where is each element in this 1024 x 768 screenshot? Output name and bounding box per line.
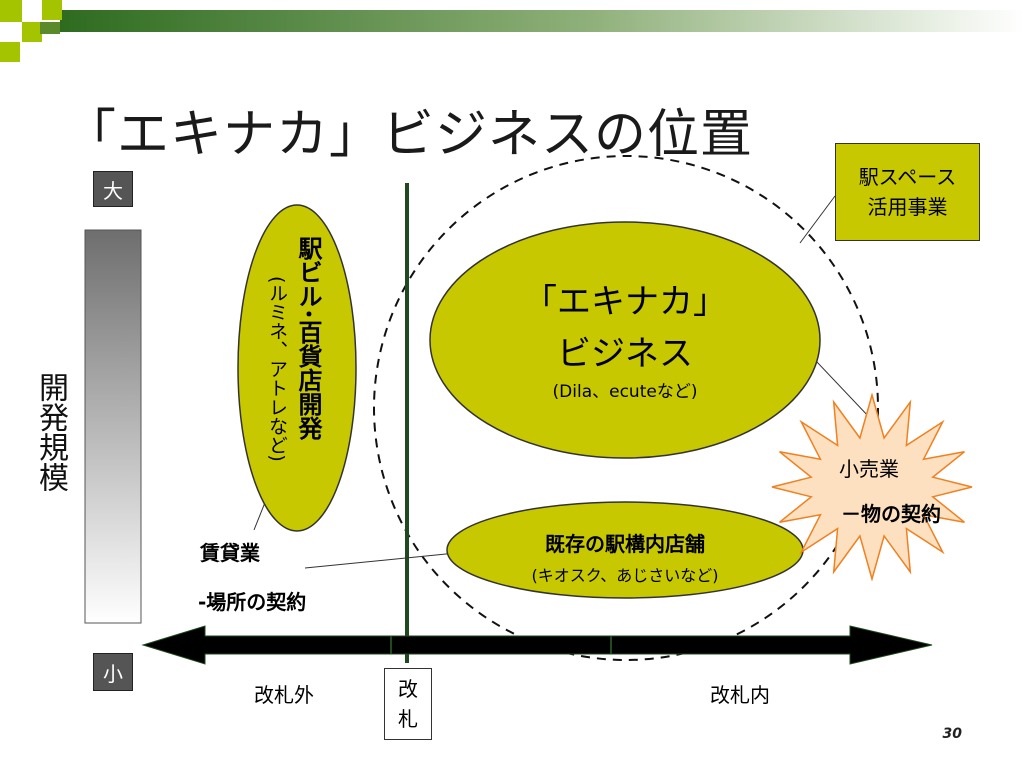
- zone-gate: 改 札: [384, 668, 432, 740]
- rental-line2: -場所の契約: [198, 590, 307, 614]
- header-decoration: [0, 0, 1024, 62]
- zone-outside: 改札外: [254, 683, 314, 707]
- zone-inside: 改札内: [710, 683, 770, 707]
- scale-bottom-label: 小: [93, 653, 133, 691]
- connector-space-business: [799, 195, 836, 244]
- ekinaka-ellipse: [429, 221, 821, 459]
- connector-rental-shops: [304, 551, 467, 569]
- retail-star: [771, 392, 973, 582]
- scale-bar: [84, 229, 142, 624]
- retail-line2: －物の契約: [841, 502, 941, 526]
- station-building-ellipse: [237, 204, 357, 532]
- space-business-box: 駅スペース 活用事業: [835, 143, 980, 241]
- station-building-sub: (ルミネ、アトレなど): [266, 276, 288, 462]
- rental-line1: 賃貸業: [200, 541, 260, 565]
- page-number: 30: [942, 726, 962, 742]
- slide-title: 「エキナカ」ビジネスの位置: [64, 105, 754, 165]
- space-business-line2: 活用事業: [867, 195, 948, 219]
- ekinaka-sub: (Dila、ecuteなど): [552, 382, 698, 402]
- scale-top-label: 大: [93, 171, 133, 207]
- ekinaka-line1: 「エキナカ」: [523, 282, 727, 322]
- space-business-line1: 駅スペース: [858, 165, 957, 189]
- retail-line1: 小売業: [839, 457, 899, 481]
- existing-shops-title: 既存の駅構内店舗: [545, 532, 705, 556]
- space-business-circle: [373, 155, 879, 661]
- scale-axis-label: 開発規模: [33, 372, 68, 492]
- existing-shops-sub: (キオスク、あじさいなど): [531, 566, 719, 585]
- ekinaka-line2: ビジネス: [557, 334, 693, 374]
- gate-arrow: [141, 625, 933, 665]
- station-building-title: 駅ビル･百貨店開発: [294, 236, 322, 440]
